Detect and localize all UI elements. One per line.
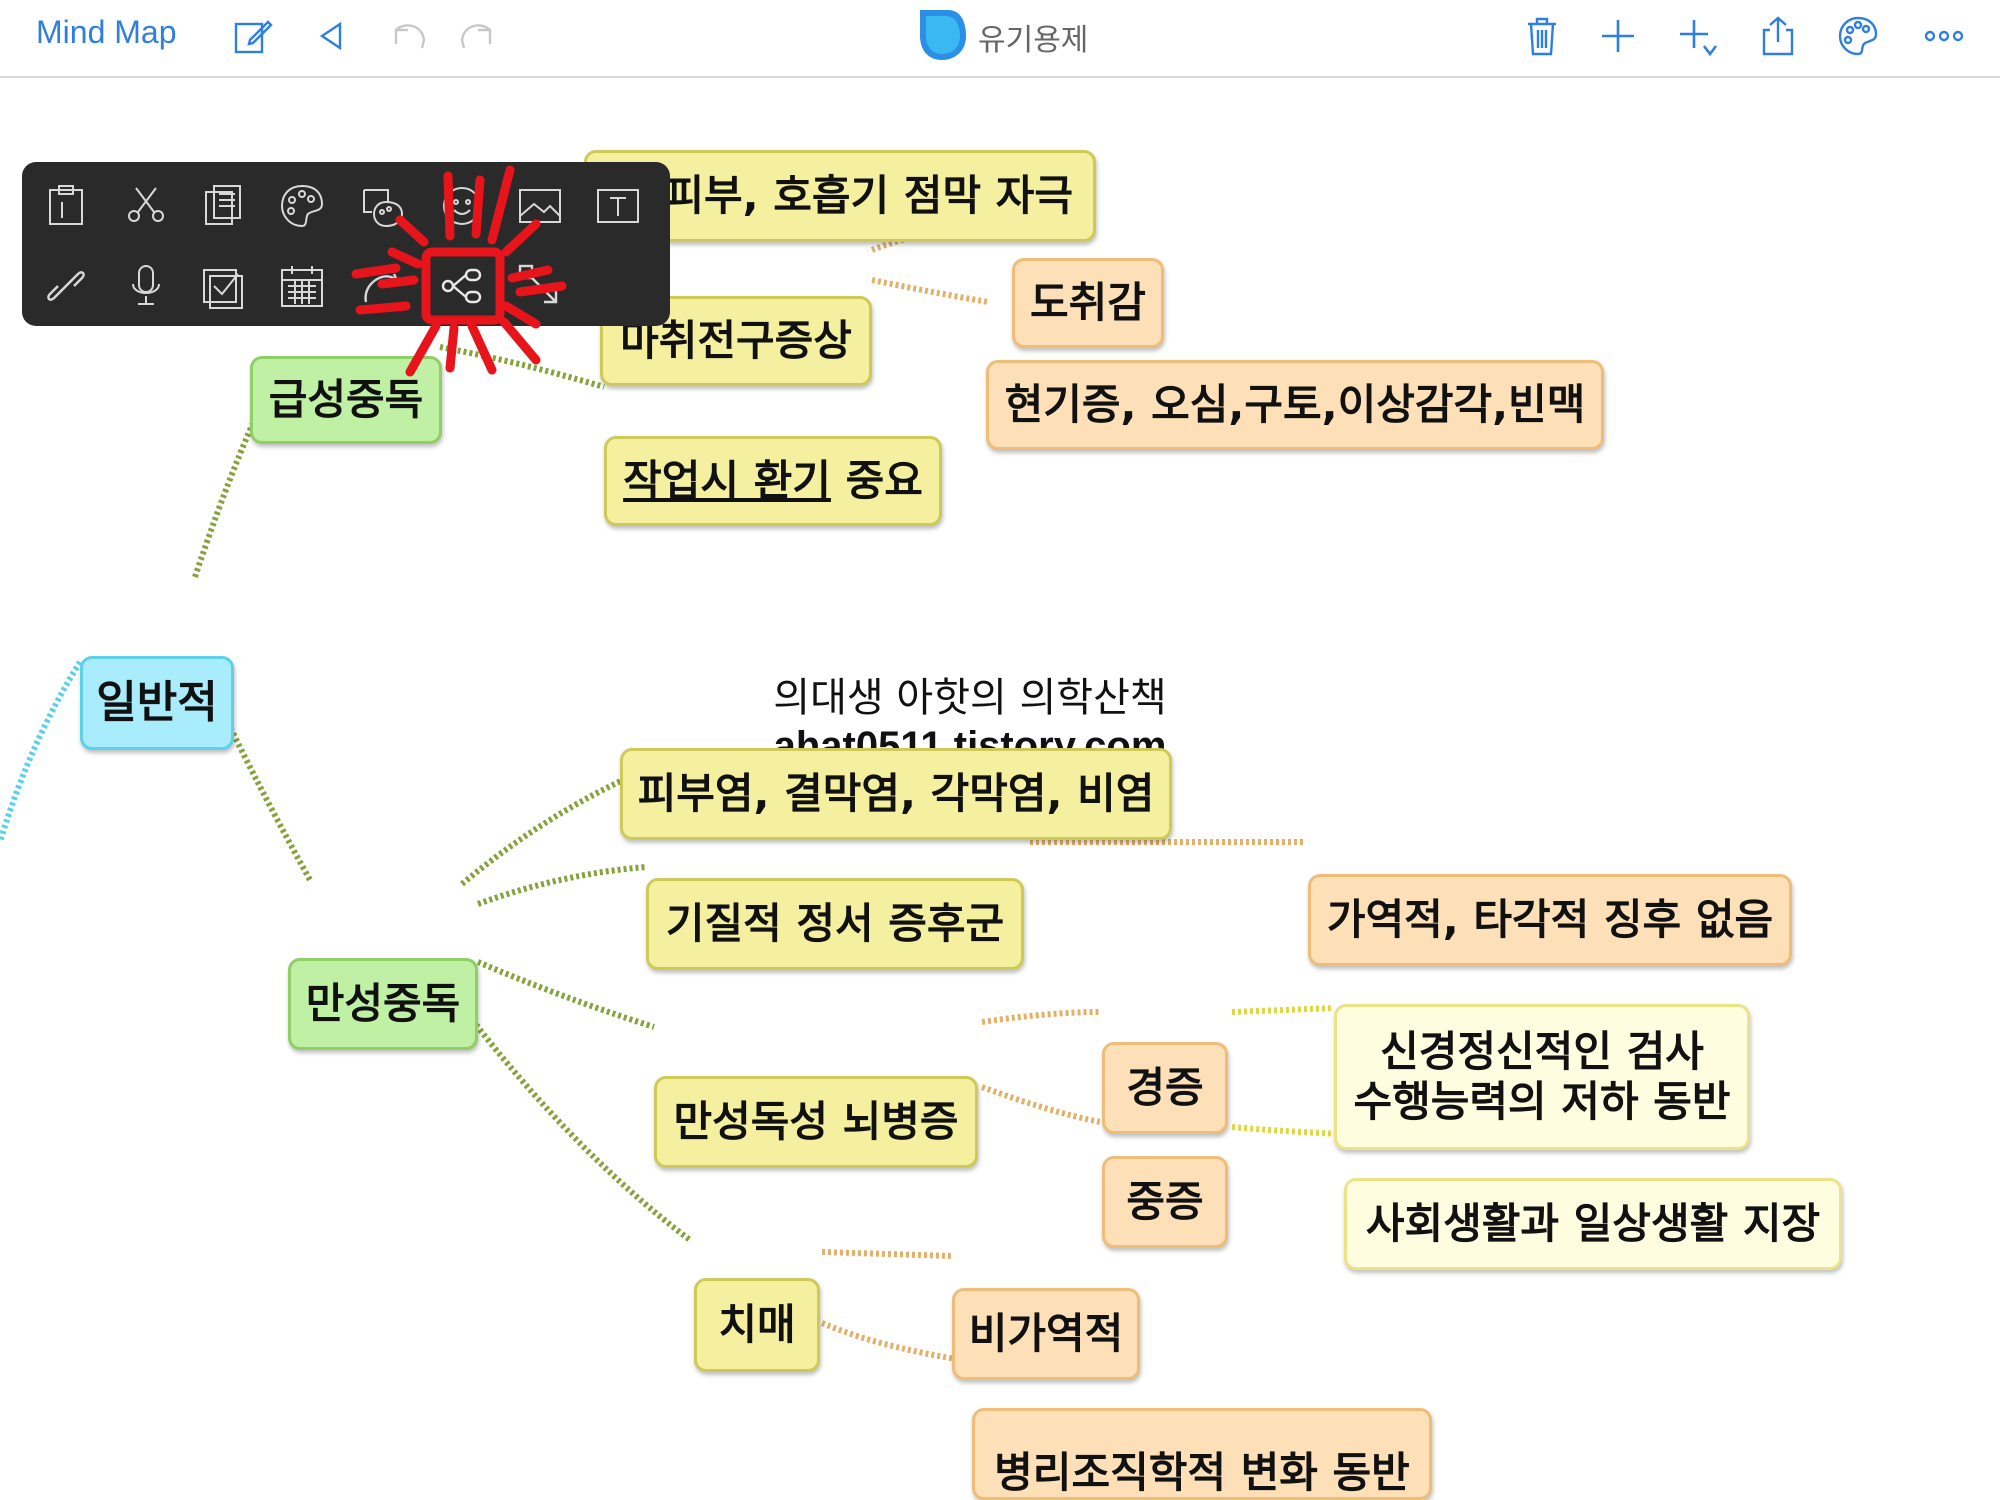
edit-icon[interactable] <box>228 12 276 60</box>
emoji-icon[interactable] <box>432 176 492 236</box>
node-dermatitis[interactable]: 피부염, 결막염, 각막염, 비염 <box>620 748 1172 840</box>
copy-icon[interactable] <box>194 176 254 236</box>
node-severe-description[interactable]: 사회생활과 일상생활 지장 <box>1344 1178 1842 1270</box>
node-mild-description[interactable]: 신경정신적인 검사 수행능력의 저하 동반 <box>1334 1004 1750 1150</box>
node-severe[interactable]: 중증 <box>1102 1156 1228 1248</box>
document-title: 유기용제 <box>978 23 1089 58</box>
node-root[interactable]: 일반적 <box>80 656 234 750</box>
relation-icon[interactable] <box>352 256 412 316</box>
text-icon[interactable] <box>588 176 648 236</box>
add-sibling-icon[interactable] <box>1674 12 1722 60</box>
paste-icon[interactable] <box>36 176 96 236</box>
document-title-group: 유기용제 <box>914 8 1088 66</box>
mild-description-line1: 신경정신적인 검사 <box>1380 1027 1704 1077</box>
add-child-icon[interactable] <box>1594 12 1642 60</box>
theme-palette-icon[interactable] <box>1834 12 1882 60</box>
play-back-icon[interactable] <box>308 12 356 60</box>
node-intoxication[interactable]: 도취감 <box>1012 258 1164 348</box>
ventilation-rest-text: 중요 <box>830 455 923 505</box>
top-toolbar: Mind Map 유기용제 <box>0 0 2000 78</box>
watermark-line1: 의대생 아핫의 의학산책 <box>773 675 1167 721</box>
app-logo-icon <box>914 6 970 68</box>
share-icon[interactable] <box>1754 12 1802 60</box>
node-acute-symptoms[interactable]: 현기증, 오심,구토,이상감각,빈맥 <box>986 360 1604 450</box>
node-mild[interactable]: 경증 <box>1102 1042 1228 1134</box>
calendar-icon[interactable] <box>272 256 332 316</box>
link-icon[interactable] <box>36 256 96 316</box>
resize-icon[interactable] <box>510 256 570 316</box>
node-reversible[interactable]: 가역적, 타각적 징후 없음 <box>1308 874 1792 966</box>
watermark: 의대생 아핫의 의학산책 ahat0511.tistory.com <box>720 674 1220 770</box>
node-encephalopathy[interactable]: 만성독성 뇌병증 <box>654 1076 978 1168</box>
redo-icon[interactable] <box>452 12 500 60</box>
style-palette-icon[interactable] <box>272 176 332 236</box>
trash-icon[interactable] <box>1518 12 1566 60</box>
cut-icon[interactable] <box>116 176 176 236</box>
ventilation-underlined-text: 작업시 환기 <box>623 455 831 505</box>
node-organic-syndrome[interactable]: 기질적 정서 증후군 <box>646 878 1024 970</box>
image-palette-icon[interactable] <box>352 176 412 236</box>
mild-description-line2: 수행능력의 저하 동반 <box>1353 1077 1731 1126</box>
undo-icon[interactable] <box>386 12 434 60</box>
node-pathology[interactable]: 병리조직학적 변화 동반 <box>972 1408 1432 1500</box>
mindmap-canvas: 일반적 급성중독 피부, 호흡기 점막 자극 마취전구증상 도취감 현기증, 오… <box>0 78 2000 1500</box>
node-context-menu <box>22 162 670 326</box>
image-icon[interactable] <box>510 176 570 236</box>
task-checkbox-icon[interactable] <box>194 256 254 316</box>
node-irreversible[interactable]: 비가역적 <box>952 1288 1140 1380</box>
node-ventilation[interactable]: 작업시 환기 중요 <box>604 436 942 526</box>
mind-map-back-button[interactable]: Mind Map <box>36 14 177 50</box>
microphone-icon[interactable] <box>116 256 176 316</box>
node-chronic-poisoning[interactable]: 만성중독 <box>288 958 478 1050</box>
more-icon[interactable] <box>1920 12 1968 60</box>
node-dementia[interactable]: 치매 <box>694 1278 820 1372</box>
node-acute-poisoning[interactable]: 급성중독 <box>250 356 442 444</box>
branch-icon[interactable] <box>432 256 492 316</box>
